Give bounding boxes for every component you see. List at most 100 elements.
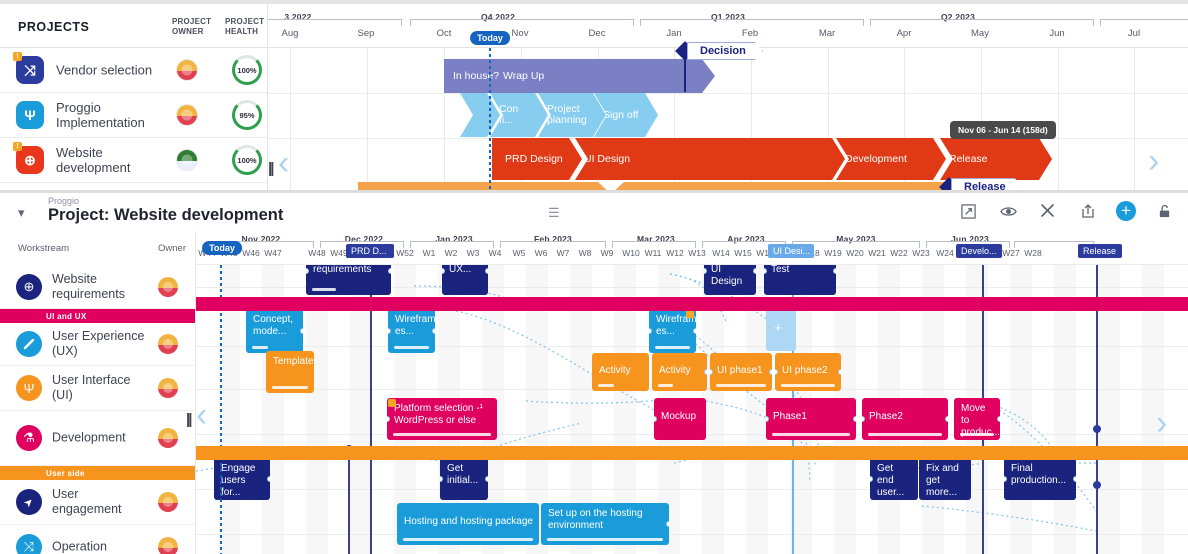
task-bar[interactable]: Platform selection -¹ WordPress or else xyxy=(387,398,497,440)
portfolio-task-bar[interactable]: PRD Design xyxy=(492,138,582,180)
week-label: W2 xyxy=(444,248,458,258)
week-label: W21 xyxy=(868,248,886,258)
task-bar[interactable]: Fix and get more... xyxy=(919,458,971,500)
avatar[interactable] xyxy=(158,537,178,554)
scroll-left-icon[interactable]: ‹ xyxy=(278,144,290,182)
week-label: W47 xyxy=(264,248,282,258)
project-name: Website development xyxy=(56,145,131,175)
portfolio-task-bar[interactable]: Wrap Up xyxy=(490,59,715,93)
tools-icon[interactable] xyxy=(1036,199,1060,223)
task-bar[interactable]: UI phase1 xyxy=(710,353,772,391)
task-bar[interactable]: Wirefram es... xyxy=(388,309,435,353)
add-task-button[interactable]: + xyxy=(766,307,796,351)
task-bar[interactable]: Activity xyxy=(652,353,707,391)
week-label: W8 xyxy=(578,248,592,258)
task-bar[interactable]: Template... xyxy=(266,351,314,393)
scroll-left-icon[interactable]: ‹ xyxy=(196,396,208,434)
week-label: W16 xyxy=(756,248,774,258)
month-label: Jun 2023 xyxy=(951,234,989,244)
task-bar[interactable]: Phase2 xyxy=(862,398,948,440)
add-icon[interactable]: + xyxy=(1116,201,1136,221)
avatar[interactable] xyxy=(176,104,198,126)
workstream-row[interactable]: ⤨ Operation xyxy=(0,525,195,554)
header-chip[interactable]: PRD D... xyxy=(346,244,394,258)
quarter-label: Q1 2023 xyxy=(710,12,745,22)
workstream-row[interactable]: Ψ User Interface (UI) xyxy=(0,366,195,411)
task-bar[interactable]: Move to produc... xyxy=(954,398,1000,440)
month-label: Jul xyxy=(1127,28,1141,39)
scroll-right-icon[interactable]: › xyxy=(1148,142,1160,180)
portfolio-task-bar[interactable]: Project planning xyxy=(538,93,606,137)
unlock-icon[interactable] xyxy=(1152,199,1176,223)
health-gauge: 100% xyxy=(232,145,262,175)
group-band-user-side xyxy=(196,446,1188,460)
avatar[interactable] xyxy=(176,149,198,171)
avatar[interactable] xyxy=(158,378,178,398)
week-label: W6 xyxy=(534,248,548,258)
group-label: User side xyxy=(46,468,85,478)
week-label: W1 xyxy=(422,248,436,258)
task-bar[interactable]: Set up on the hosting environment xyxy=(541,503,669,545)
workstream-row[interactable]: User Experience (UX) xyxy=(0,323,195,366)
health-gauge: 95% xyxy=(232,100,262,130)
task-bar[interactable]: Mockup xyxy=(654,398,706,440)
project-row[interactable]: Ψ Proggio Implementation 95% xyxy=(0,93,267,138)
header-chip[interactable]: Release xyxy=(1078,244,1122,258)
scroll-right-icon[interactable]: › xyxy=(1156,404,1168,442)
month-label: Nov 2022 xyxy=(241,234,281,244)
group-band-ui-ux xyxy=(196,297,1188,311)
task-bar[interactable]: Get initial... xyxy=(440,458,488,500)
group-row-ui-ux: UI and UX xyxy=(0,309,195,323)
today-marker: Today xyxy=(202,241,242,255)
week-label: W22 xyxy=(890,248,908,258)
share-icon[interactable] xyxy=(1076,199,1100,223)
week-header: Nov 2022 Dec 2022 Jan 2023 Feb 2023 Mar … xyxy=(196,231,1188,265)
resize-handle-icon[interactable]: || xyxy=(268,160,275,177)
portfolio-task-bar[interactable]: Development xyxy=(836,138,946,180)
drag-handle-icon[interactable]: ☰ xyxy=(548,205,560,220)
avatar[interactable] xyxy=(158,276,178,297)
phase-line xyxy=(1093,253,1101,554)
project-panel: ▾ Proggio Project: Website development ☰… xyxy=(0,190,1188,554)
header-chip[interactable]: Develo... xyxy=(956,244,1002,258)
task-bar[interactable]: Final production... xyxy=(1004,458,1076,500)
week-label: W12 xyxy=(666,248,684,258)
week-label: W5 xyxy=(512,248,526,258)
shuffle-icon: ⤨ xyxy=(16,534,42,554)
task-bar[interactable]: Activity xyxy=(592,353,649,391)
month-label: Oct xyxy=(436,28,452,39)
week-label: W19 xyxy=(824,248,842,258)
avatar[interactable] xyxy=(158,428,178,448)
breadcrumb: Proggio xyxy=(48,196,80,206)
task-bar[interactable]: Wirefram es... xyxy=(649,309,696,353)
avatar[interactable] xyxy=(158,492,178,512)
project-toolbar: + xyxy=(956,199,1176,223)
task-bar[interactable]: Concept, mode... xyxy=(246,309,303,353)
project-row[interactable]: ⊕ ! Website development 100% xyxy=(0,138,267,183)
portfolio-left-columns: PROJECTS PROJECT OWNER PROJECT HEALTH ⤨ … xyxy=(0,4,275,190)
week-label: W7 xyxy=(556,248,570,258)
avatar[interactable] xyxy=(158,334,178,354)
workstream-row[interactable]: ⚗ Development xyxy=(0,411,195,466)
eye-icon[interactable] xyxy=(996,199,1020,223)
month-label: Sep xyxy=(357,28,375,39)
header-chip[interactable]: UI Desi... xyxy=(768,244,814,258)
portfolio-task-bar[interactable]: UI Design xyxy=(575,138,845,180)
expand-icon[interactable] xyxy=(956,199,980,223)
workstream-column-headers: Workstream Owner xyxy=(0,231,195,265)
chevron-down-icon[interactable]: ▾ xyxy=(18,205,25,220)
project-row[interactable]: ⤨ ! Vendor selection 100% xyxy=(0,48,267,93)
task-bar[interactable]: Get end user... xyxy=(870,458,918,500)
health-gauge: 100% xyxy=(232,55,262,85)
portfolio-task-bar[interactable]: Release xyxy=(940,138,1052,180)
task-bar[interactable]: Hosting and hosting package xyxy=(397,503,539,545)
workstream-row[interactable]: ➤ User engagement xyxy=(0,480,195,525)
task-bar[interactable]: Phase1 xyxy=(766,398,856,440)
task-bar[interactable]: Engage users for... xyxy=(214,458,270,500)
task-bar[interactable]: UI phase2 xyxy=(775,353,841,391)
portfolio-timeline-header: 3 2022 Q4 2022 Q1 2023 Q2 2023 Aug Sep O… xyxy=(268,4,1188,48)
workstream-row[interactable]: ⊕ Website requirements xyxy=(0,265,195,309)
workstream-name: User Experience (UX) xyxy=(52,329,145,358)
resize-handle-icon[interactable]: || xyxy=(186,411,193,428)
avatar[interactable] xyxy=(176,59,198,81)
